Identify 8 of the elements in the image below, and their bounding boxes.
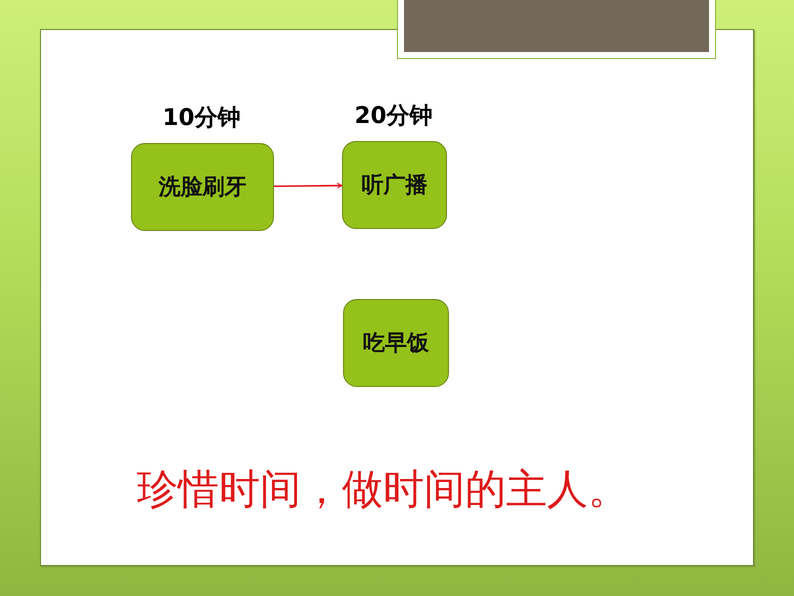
process-box (343, 299, 449, 387)
duration-label: 10分钟 (162, 104, 240, 133)
motto-text: 珍惜时间，做时间的主人。 (137, 464, 629, 515)
step-label: 听广播 (362, 172, 428, 200)
duration-label: 20分钟 (354, 102, 432, 131)
step-label: 洗脸刷牙 (158, 174, 246, 202)
step-label: 吃早饭 (363, 330, 429, 358)
arrow (274, 182, 342, 188)
